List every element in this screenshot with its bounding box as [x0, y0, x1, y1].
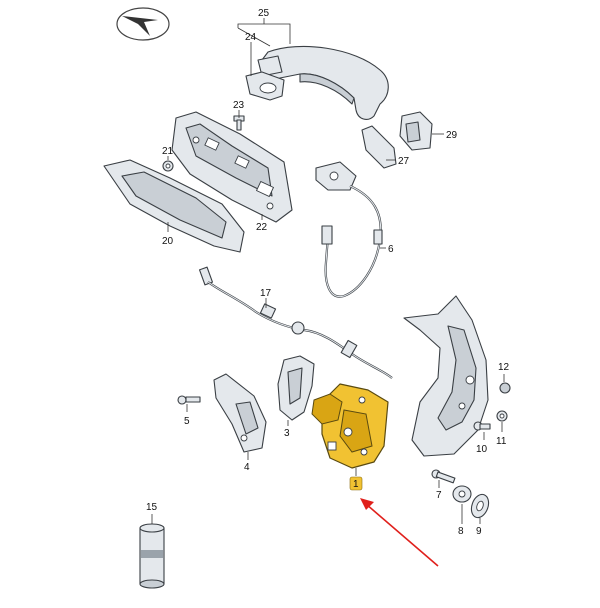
- label-1: 1: [353, 479, 359, 490]
- handle-carrier-frame: [171, 111, 293, 223]
- label-8: 8: [458, 526, 464, 537]
- label-25: 25: [258, 8, 270, 19]
- striker-8: [452, 485, 472, 503]
- label-23: 23: [233, 100, 245, 111]
- label-5: 5: [184, 416, 190, 427]
- bolt-10: [473, 421, 491, 431]
- label-12: 12: [498, 362, 510, 373]
- bolt-23: [233, 115, 245, 131]
- cover-9: [470, 493, 490, 519]
- bowden-cable-17: [198, 266, 393, 379]
- door-lock-1: [311, 383, 389, 469]
- door-frame-section: [403, 295, 489, 457]
- handle-bezel: [245, 71, 285, 101]
- cap-12: [499, 382, 511, 394]
- bolt-7: [431, 469, 456, 484]
- compass-arrow-logo: [116, 7, 170, 41]
- label-4: 4: [244, 462, 250, 473]
- label-15: 15: [146, 502, 158, 513]
- carrier-seal: [103, 159, 245, 253]
- cap-seal: [361, 125, 397, 169]
- label-11: 11: [496, 436, 507, 447]
- bowden-cable-6: [315, 161, 383, 298]
- washer-11: [496, 410, 508, 422]
- fixing-clip: [162, 160, 174, 172]
- label-27: 27: [398, 156, 410, 167]
- label-22: 22: [256, 222, 268, 233]
- label-20: 20: [162, 236, 174, 247]
- red-arrow-icon: [360, 498, 439, 567]
- label-21: 21: [162, 146, 174, 157]
- outer-door-handle: [257, 45, 389, 120]
- bolt-5: [177, 395, 201, 405]
- label-10: 10: [476, 444, 488, 455]
- leader-lines: [151, 18, 505, 524]
- label-17: 17: [260, 288, 272, 299]
- handle-end-cap: [399, 111, 433, 151]
- label-24: 24: [245, 32, 257, 43]
- label-6: 6: [388, 244, 394, 255]
- label-9: 9: [476, 526, 482, 537]
- lubricant-can-15: [139, 523, 165, 589]
- label-7: 7: [436, 490, 442, 501]
- part-number-labels: 25 24 23 29 21 27 22 20 6 17 12 5 3 11 1…: [146, 8, 510, 537]
- label-3: 3: [284, 428, 290, 439]
- lock-cover-3: [277, 355, 315, 421]
- label-29: 29: [446, 130, 458, 141]
- lock-cover-4: [213, 373, 267, 453]
